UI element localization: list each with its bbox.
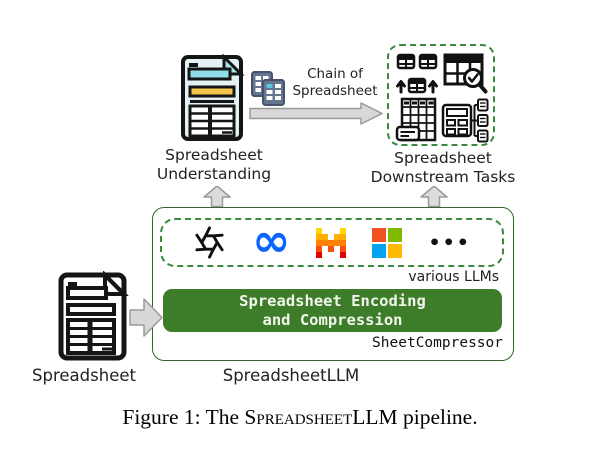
various-llms-box: ∞ •••: [160, 212, 504, 267]
up-arrow-icon: [420, 186, 448, 207]
sheetcompressor-label: SheetCompressor: [372, 335, 503, 351]
spreadsheet-doc-bw-icon: [58, 271, 129, 361]
form-extract-icon: [441, 98, 489, 142]
table-note-icon: [395, 97, 437, 142]
microsoft-logo-icon: [372, 227, 403, 258]
various-llms-label: various LLMs: [408, 269, 499, 285]
table-merge-icon: [396, 53, 438, 94]
spreadsheetllm-box: ∞ ••• various LLMs Spreadsheet Encoding …: [152, 207, 514, 361]
downstream-tasks-label: Spreadsheet Downstream Tasks: [370, 149, 516, 186]
meta-logo-icon: ∞: [252, 212, 291, 267]
right-arrow-icon: [249, 102, 383, 125]
figure-caption: Figure 1: The SpreadsheetLLM pipeline.: [122, 405, 478, 429]
spreadsheet-doc-color-icon: [181, 54, 245, 141]
input-spreadsheet-label: Spreadsheet: [32, 366, 136, 385]
understanding-label: Spreadsheet Understanding: [156, 146, 272, 183]
encoder-compression-box: Spreadsheet Encoding and Compression: [163, 289, 502, 332]
up-arrow-icon: [203, 186, 231, 207]
mistral-logo-icon: [316, 227, 347, 258]
ellipsis-icon: •••: [428, 231, 471, 254]
spreadsheetllm-label: SpreadsheetLLM: [222, 366, 360, 385]
chain-of-spreadsheet-icon: [251, 71, 285, 106]
right-arrow-icon: [129, 298, 163, 337]
chain-of-spreadsheet-label: Chain of Spreadsheet: [292, 66, 378, 99]
table-audit-icon: [443, 53, 487, 94]
downstream-tasks-box: [387, 44, 495, 146]
openai-logo-icon: [195, 226, 224, 259]
